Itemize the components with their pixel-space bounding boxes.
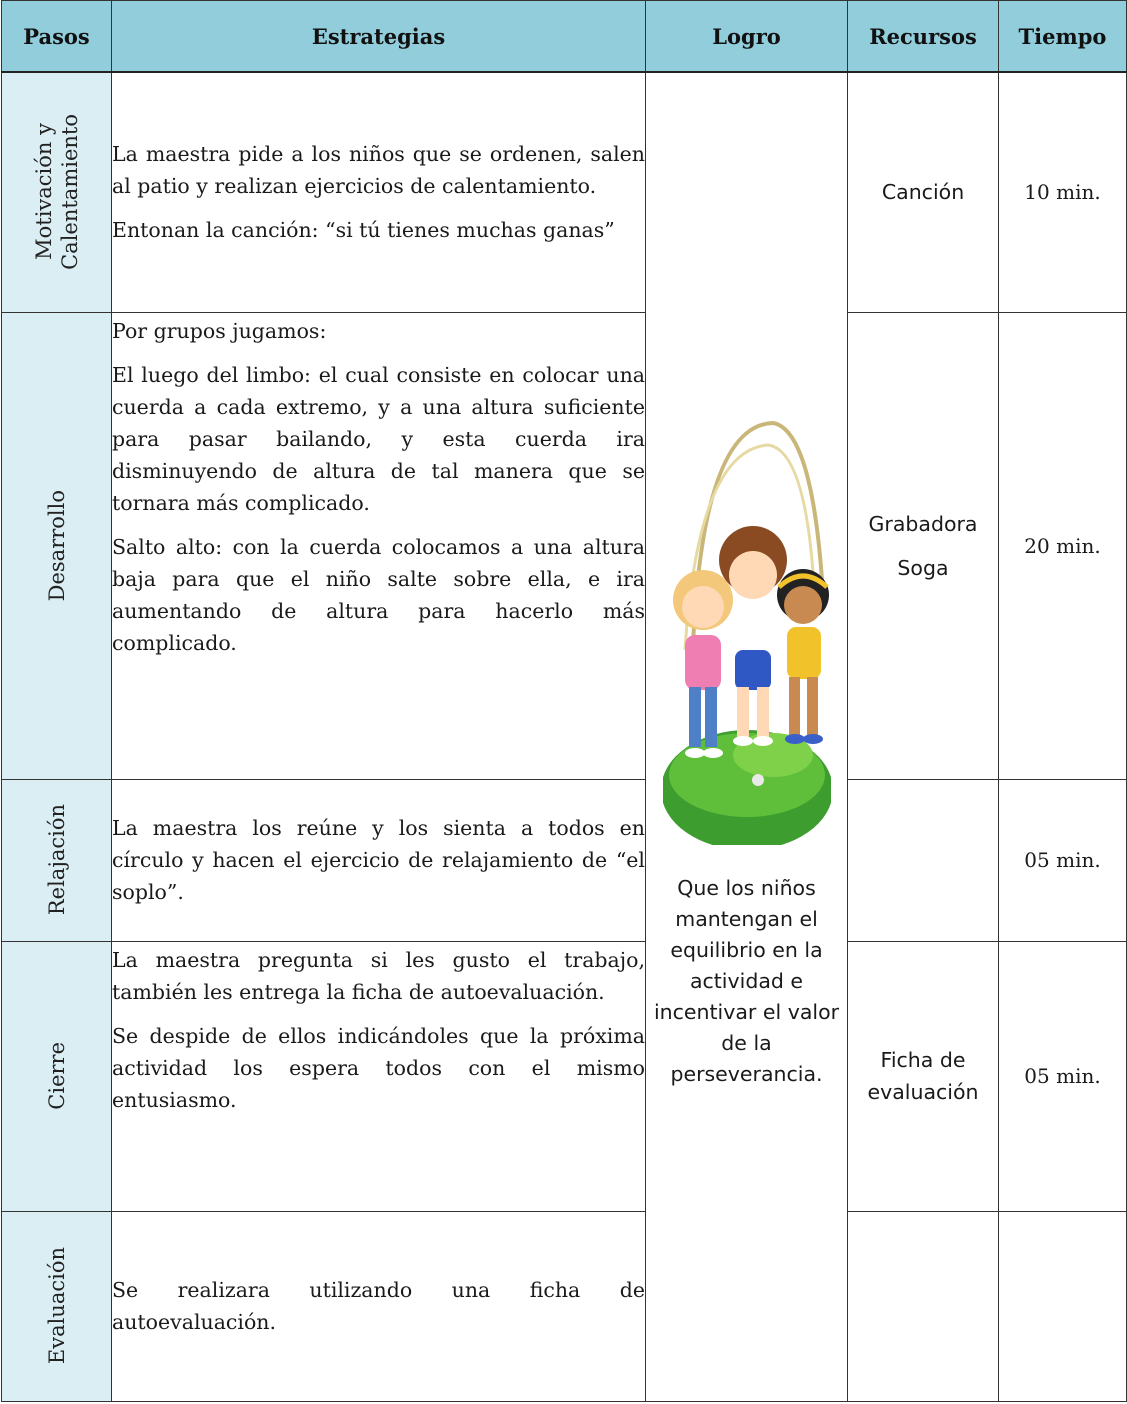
strategy-paragraph: Se realizara utilizando una ficha de aut… bbox=[112, 1278, 645, 1334]
header-row: Pasos Estrategias Logro Recursos Tiempo bbox=[1, 0, 1127, 73]
logro-text: Que los niños mantengan el equilibrio en… bbox=[653, 876, 840, 1087]
strategy-paragraph: Se despide de ellos indicándoles que la … bbox=[112, 1023, 645, 1112]
time-cell: 05 min. bbox=[998, 940, 1127, 1212]
strategy-cell: La maestra los reúne y los sienta a todo… bbox=[111, 778, 646, 942]
resource-item: evaluación bbox=[867, 1080, 979, 1104]
step-cell: Relajación bbox=[1, 778, 112, 942]
resource-item: Canción bbox=[881, 180, 965, 205]
step-cell: Motivación y Calentamiento bbox=[1, 71, 112, 313]
strategy-cell: La maestra pide a los niños que se orden… bbox=[111, 71, 646, 313]
strategy-cell: La maestra pregunta si les gusto el trab… bbox=[111, 940, 646, 1212]
children-jumping-rope-illustration-icon bbox=[662, 395, 831, 846]
resource-cell bbox=[847, 1210, 999, 1402]
resource-cell: Ficha de evaluación bbox=[847, 940, 999, 1212]
table-row: Motivación y Calentamiento La maestra pi… bbox=[1, 71, 1127, 1402]
header-tiempo: Tiempo bbox=[998, 0, 1127, 73]
resource-cell: Grabadora Soga bbox=[847, 311, 999, 780]
table-row: Relajación La maestra los reúne y los si… bbox=[1, 778, 1127, 942]
resource-item: Ficha de bbox=[880, 1048, 966, 1072]
logro-cell: Que los niños mantengan el equilibrio en… bbox=[645, 71, 848, 1402]
resource-cell bbox=[847, 778, 999, 942]
strategy-paragraph: Por grupos jugamos: bbox=[112, 318, 327, 343]
step-label: Evaluación bbox=[44, 1247, 69, 1365]
step-label: Relajación bbox=[44, 804, 69, 916]
strategy-cell: Se realizara utilizando una ficha de aut… bbox=[111, 1210, 646, 1402]
table-row: Desarrollo Por grupos jugamos: El luego … bbox=[1, 311, 1127, 780]
resource-cell: Canción bbox=[847, 71, 999, 313]
header-logro: Logro bbox=[645, 0, 848, 73]
table-row: Cierre La maestra pregunta si les gusto … bbox=[1, 940, 1127, 1212]
time-cell: 20 min. bbox=[998, 311, 1127, 780]
strategy-paragraph: La maestra los reúne y los sienta a todo… bbox=[112, 816, 645, 904]
header-recursos: Recursos bbox=[847, 0, 999, 73]
step-label: Cierre bbox=[44, 1042, 69, 1110]
time-cell: 10 min. bbox=[998, 71, 1127, 313]
step-cell: Desarrollo bbox=[1, 311, 112, 780]
step-cell: Cierre bbox=[1, 940, 112, 1212]
table-row: Evaluación Se realizara utilizando una f… bbox=[1, 1210, 1127, 1402]
header-pasos: Pasos bbox=[1, 0, 112, 73]
step-label: Motivación y Calentamiento bbox=[31, 114, 82, 271]
strategy-paragraph: Salto alto: con la cuerda colocamos a un… bbox=[112, 534, 645, 655]
strategy-paragraph: Entonan la canción: “si tú tienes muchas… bbox=[112, 218, 615, 243]
strategy-paragraph: La maestra pide a los niños que se orden… bbox=[112, 142, 645, 199]
strategy-paragraph: El luego del limbo: el cual consiste en … bbox=[112, 362, 645, 515]
resource-item: Soga bbox=[897, 555, 949, 580]
resource-item: Grabadora bbox=[868, 511, 978, 536]
step-cell: Evaluación bbox=[1, 1210, 112, 1402]
time-cell bbox=[998, 1210, 1127, 1402]
step-label: Desarrollo bbox=[44, 489, 69, 602]
strategy-cell: Por grupos jugamos: El luego del limbo: … bbox=[111, 311, 646, 780]
time-cell: 05 min. bbox=[998, 778, 1127, 942]
strategy-paragraph: La maestra pregunta si les gusto el trab… bbox=[112, 947, 645, 1004]
header-estrategias: Estrategias bbox=[111, 0, 646, 73]
